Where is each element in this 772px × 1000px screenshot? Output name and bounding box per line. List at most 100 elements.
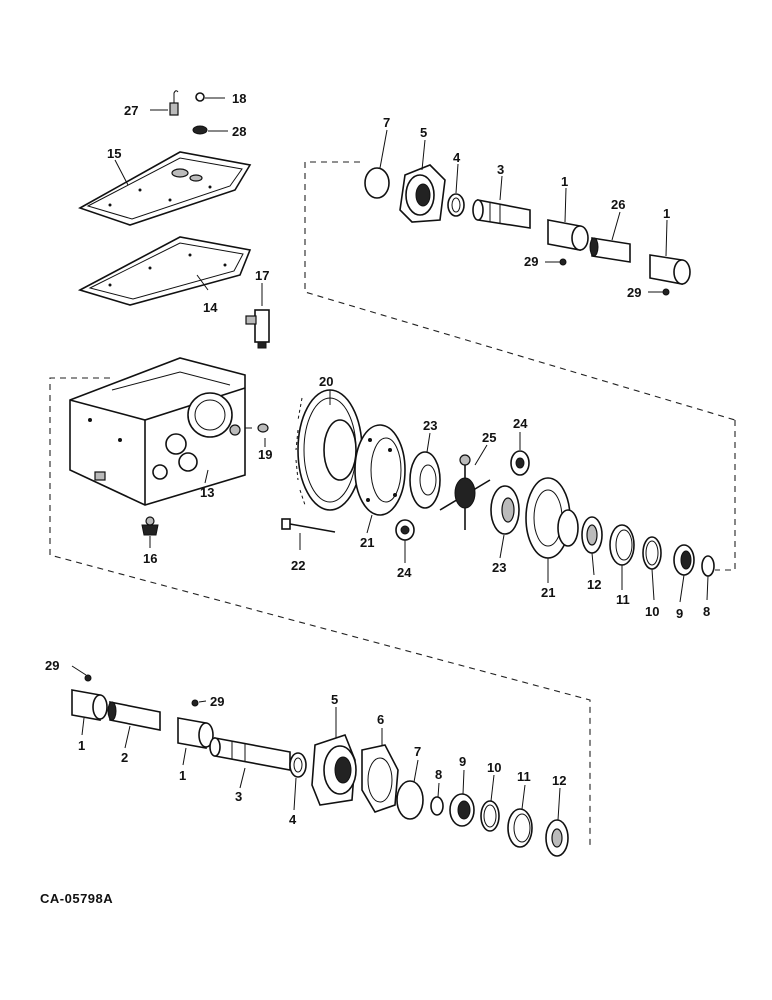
spider-25 [439,454,491,530]
callout-11-mid: 11 [616,592,630,607]
callout-29-top-b: 29 [627,285,641,300]
ring-10-bottom [480,774,500,832]
coupler-26 [589,237,631,263]
callout-8-mid: 8 [703,604,710,619]
top-leaders [379,129,668,257]
o-ring-7-bottom [396,759,424,820]
fitting-29-top-a [545,258,567,266]
callout-15: 15 [107,146,121,161]
gasket-6 [361,728,399,813]
callout-20: 20 [319,374,333,389]
callout-21-left: 21 [360,535,374,550]
plug-18 [195,92,225,102]
fitting-29-bottom-a [71,665,92,682]
callout-3-top: 3 [497,162,504,177]
bolt-22 [281,518,336,550]
callout-1-top-b: 1 [663,206,670,221]
callout-18: 18 [232,91,246,106]
top-assembly-outline [304,161,736,421]
callout-16: 16 [143,551,157,566]
seal-4-bottom [289,752,307,811]
side-gear-23-right [490,485,520,535]
bearing-cone-12-mid [581,516,603,554]
callout-2: 2 [121,750,128,765]
housing-5-top [399,164,446,223]
side-gear-23-left [409,451,441,509]
callout-27: 27 [124,103,138,118]
diff-case-21-left [354,424,406,516]
callout-25: 25 [482,430,496,445]
seal-9-bottom [449,769,475,827]
bearing-cup-11-mid [609,524,635,566]
sleeve-1-bottom-b [177,717,214,766]
callout-26: 26 [611,197,625,212]
seal-9-mid [673,544,695,576]
callout-4-bottom: 4 [289,812,297,827]
callout-11-bottom: 11 [517,769,531,784]
fitting-29-top-b [648,288,670,296]
valve-17 [245,283,270,349]
sleeve-1-top-b [649,254,691,285]
fitting-29-bottom-b [191,699,207,707]
callout-1-bottom-b: 1 [179,768,186,783]
bearing-cone-12-bottom [545,787,569,857]
ring-gear-20 [295,389,363,511]
shaft-3-top [472,199,531,229]
o-ring-7-top [364,167,390,199]
callout-24-bottom: 24 [397,565,412,580]
callout-23-top: 23 [423,418,437,433]
callout-10-mid: 10 [645,604,659,619]
pinion-24-bottom [395,519,415,541]
o-ring-8-bottom [430,782,444,816]
callout-9-mid: 9 [676,606,683,621]
seal-4-top [447,193,465,217]
gasket-14 [77,236,252,306]
coupler-2-bottom [107,701,161,749]
callout-13: 13 [200,485,214,500]
callout-1-top-a: 1 [561,174,568,189]
drawing-code: CA-05798A [40,891,113,906]
callout-24-top: 24 [513,416,528,431]
callout-19: 19 [258,447,272,462]
callout-4-top: 4 [453,150,461,165]
callout-7-top: 7 [383,115,390,130]
callout-10-bottom: 10 [487,760,501,775]
callout-9-bottom: 9 [459,754,466,769]
diff-case-21-right [525,477,579,559]
plug-19 [245,423,269,433]
callout-29-bottom-a: 29 [45,658,59,673]
callout-12-bottom: 12 [552,773,566,788]
callout-labels: 27 18 28 15 14 17 13 16 19 20 22 7 5 4 3… [45,91,710,827]
callout-28: 28 [232,124,246,139]
callout-6: 6 [377,712,384,727]
sleeve-1-top-a [547,219,589,251]
middle-leaders [366,432,709,603]
callout-14: 14 [203,300,218,315]
cover-15 [78,151,252,226]
housing-5-bottom [311,707,357,806]
middle-assembly-outline [49,377,736,845]
callout-7-bottom: 7 [414,744,421,759]
callout-29-bottom-b: 29 [210,694,224,709]
callout-5-bottom: 5 [331,692,338,707]
callout-29-top-a: 29 [524,254,538,269]
callout-12-mid: 12 [587,577,601,592]
pinion-24-top [510,450,530,476]
callout-5-top: 5 [420,125,427,140]
callout-3-bottom: 3 [235,789,242,804]
callout-22: 22 [291,558,305,573]
plug-28 [192,125,228,135]
callout-17: 17 [255,268,269,283]
callout-21-right: 21 [541,585,555,600]
breather-27 [150,90,179,116]
callout-1-bottom-a: 1 [78,738,85,753]
shaft-3-bottom [209,737,291,789]
sleeve-1-bottom-a [71,689,108,736]
housing-13 [69,357,246,506]
drain-plug-16 [141,516,159,536]
housing-leaders [149,438,266,548]
ring-10-mid [642,536,662,570]
bearing-cup-11-bottom [507,784,533,848]
